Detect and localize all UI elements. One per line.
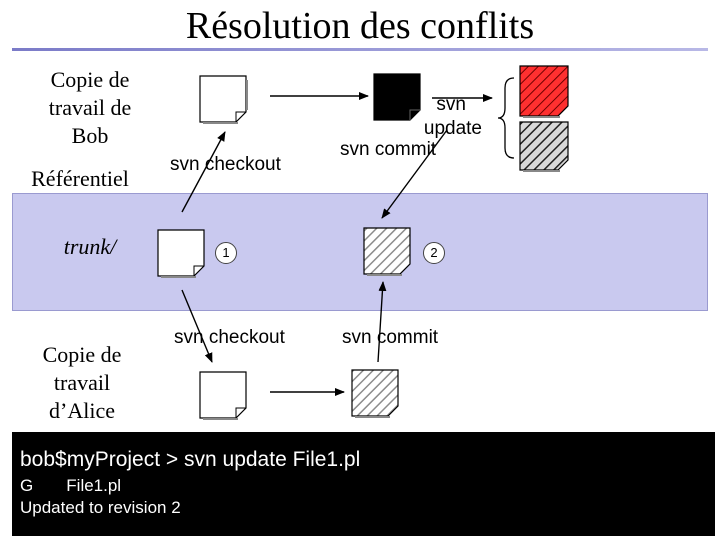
arrow-bob-checkout: [181, 131, 226, 213]
bob-checkout-command: svn checkout: [170, 154, 281, 175]
alice-file-modified: [351, 369, 399, 418]
trunk-file-rev1: [157, 229, 205, 278]
trunk-file-rev2: [363, 227, 411, 276]
conflict-brace: [497, 77, 515, 159]
bob-update-command-line2: update: [423, 118, 482, 139]
conflict-file-red: [519, 65, 569, 118]
terminal-command-line: bob$myProject > svn update File1.pl: [20, 448, 361, 471]
terminal-panel: bob$myProject > svn update File1.pl G Fi…: [12, 432, 715, 536]
revision-badge-2: 2: [423, 242, 445, 264]
arrow-alice-commit: [377, 281, 387, 363]
repository-label: Référentiel: [31, 166, 129, 191]
revision-badge-1: 1: [215, 242, 237, 264]
bob-working-copy-label: Copie de travail de Bob: [48, 67, 132, 148]
bob-file-updated: [373, 73, 421, 121]
alice-checkout-command: svn checkout: [174, 327, 285, 348]
alice-working-copy-label: Copie de travail d’Alice: [42, 342, 122, 423]
conflict-file-dark: [519, 121, 569, 172]
repository-band: [12, 193, 708, 311]
alice-file-original: [199, 371, 247, 420]
bob-commit-command: svn commit: [340, 139, 437, 160]
arrow-bob-commit: [381, 129, 448, 219]
terminal-status-line: Updated to revision 2: [20, 498, 181, 517]
trunk-label: trunk/: [63, 234, 117, 259]
terminal-output-line: G File1.pl: [20, 476, 122, 495]
bob-update-command-line1: svn: [436, 94, 466, 115]
title-underline: [12, 48, 708, 51]
alice-commit-command: svn commit: [342, 327, 439, 348]
arrow-alice-checkout: [181, 289, 213, 363]
bob-file-original: [199, 75, 248, 124]
page-title: Résolution des conflits: [185, 5, 535, 47]
